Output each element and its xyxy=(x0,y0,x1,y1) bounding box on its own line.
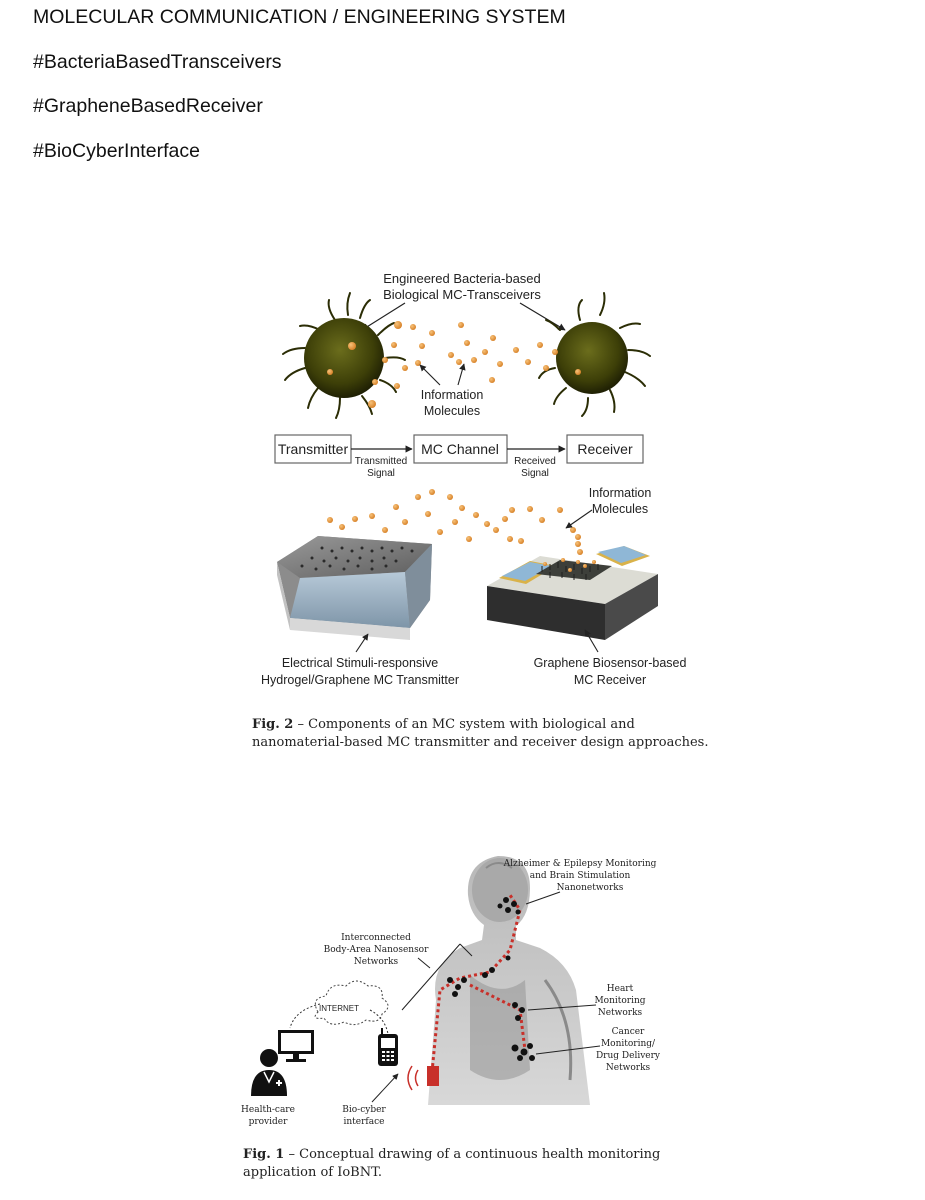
alzheimer-label-line2: and Brain Stimulation xyxy=(530,871,631,881)
info-molecules-top-line2: Molecules xyxy=(424,404,480,418)
cancer-label-line4: Networks xyxy=(606,1063,651,1073)
hydrogel-transmitter-device xyxy=(277,536,432,640)
channel-block-label: MC Channel xyxy=(421,441,499,457)
transmitter-label-line1: Electrical Stimuli-responsive xyxy=(282,656,438,670)
body-area-label-line3: Networks xyxy=(354,957,399,967)
hashtag-graphene: #GrapheneBasedReceiver xyxy=(33,95,263,117)
heart-pointer xyxy=(527,1004,597,1011)
receiver-label-line2: MC Receiver xyxy=(574,673,646,687)
cloud-icon xyxy=(314,980,389,1026)
heart-label-line1: Heart xyxy=(607,984,634,994)
info-molecules-top-line1: Information xyxy=(421,388,484,402)
arrow-molecules-top-b xyxy=(457,363,466,386)
figure-1-caption-text: – Conceptual drawing of a continuous hea… xyxy=(243,1147,661,1181)
bacteria-label-line2: Biological MC-Transceivers xyxy=(383,287,541,302)
hashtag-biocyber: #BioCyberInterface xyxy=(33,140,200,162)
link-cloud-monitor xyxy=(289,1003,321,1029)
arrow-molecules-bottom xyxy=(565,509,593,529)
figure-1-caption-label: Fig. 1 xyxy=(243,1147,285,1162)
bacteria-label-line1: Engineered Bacteria-based xyxy=(383,271,541,286)
provider-label-line2: provider xyxy=(249,1117,289,1127)
transmitter-block xyxy=(274,434,352,464)
heart-label-line3: Networks xyxy=(598,1008,643,1018)
body-area-bracket xyxy=(401,943,473,1011)
internet-label: INTERNET xyxy=(319,1004,359,1013)
body-area-label-line2: Body-Area Nanosensor xyxy=(324,945,430,955)
bacterium-right xyxy=(538,292,651,417)
cancer-label-line1: Cancer xyxy=(612,1027,645,1037)
monitor-icon xyxy=(278,1030,314,1062)
graphene-receiver-device xyxy=(487,541,658,640)
mobile-phone-icon xyxy=(378,1028,398,1066)
biocyber-label-line1: Bio-cyber xyxy=(342,1105,386,1115)
provider-label-line1: Health-care xyxy=(241,1105,295,1115)
receiver-block-label: Receiver xyxy=(577,441,633,457)
arrow-transmitter xyxy=(355,633,369,653)
transmitter-block-label: Transmitter xyxy=(278,441,349,457)
biocyber-label-line2: interface xyxy=(344,1117,385,1127)
alzheimer-label-line1: Alzheimer & Epilepsy Monitoring xyxy=(503,859,657,869)
nanonetwork-clusters xyxy=(447,897,535,1061)
alzheimer-label-line3: Nanonetworks xyxy=(557,883,624,893)
arrow-receiver xyxy=(584,629,599,653)
biocyber-device xyxy=(427,1066,439,1086)
transmitter-label-line2: Hydrogel/Graphene MC Transmitter xyxy=(261,673,459,687)
cancer-label-line3: Drug Delivery xyxy=(596,1051,661,1061)
receiver-block xyxy=(566,434,644,464)
figure-1-caption: Fig. 1 – Conceptual drawing of a continu… xyxy=(243,1146,693,1182)
received-signal-line1: Received xyxy=(514,456,556,467)
received-signal-line2: Signal xyxy=(521,468,549,479)
bacterium-left xyxy=(282,292,406,419)
link-cloud-phone xyxy=(369,1009,389,1035)
heart-label-line2: Monitoring xyxy=(594,996,645,1006)
info-molecules-bottom-line2: Molecules xyxy=(592,502,648,516)
network-path xyxy=(430,894,527,1073)
figure-2-caption-text: – Components of an MC system with biolog… xyxy=(252,717,709,751)
info-molecules-bottom-line1: Information xyxy=(589,486,652,500)
figure-1: Alzheimer & Epilepsy Monitoring and Brai… xyxy=(241,856,661,1127)
receiver-label-line1: Graphene Biosensor-based xyxy=(534,656,687,670)
arrow-bacteria-left xyxy=(361,302,406,331)
doctor-icon xyxy=(251,1049,287,1096)
body-area-label-line1: Interconnected xyxy=(341,933,411,943)
alzheimer-pointer xyxy=(525,891,561,905)
cancer-pointer xyxy=(535,1045,601,1055)
channel-block xyxy=(413,434,508,464)
transmitted-signal-line1: Transmitted xyxy=(355,456,407,467)
cancer-label-line2: Monitoring/ xyxy=(601,1039,656,1049)
molecules-top xyxy=(368,321,558,408)
arrow-bacteria-right xyxy=(519,302,566,331)
wireless-signal-icon xyxy=(407,1065,419,1091)
hashtag-bacteria: #BacteriaBasedTransceivers xyxy=(33,51,282,73)
arrow-molecules-top-a xyxy=(419,364,441,386)
human-body-illustration xyxy=(428,856,590,1105)
transmitted-signal-line2: Signal xyxy=(367,468,395,479)
page-title: MOLECULAR COMMUNICATION / ENGINEERING SY… xyxy=(33,6,566,28)
figure-2: Engineered Bacteria-based Biological MC-… xyxy=(261,271,686,687)
biocyber-pointer xyxy=(371,1073,399,1103)
figure-2-caption-label: Fig. 2 xyxy=(252,717,294,732)
figure-2-caption: Fig. 2 – Components of an MC system with… xyxy=(252,716,712,752)
